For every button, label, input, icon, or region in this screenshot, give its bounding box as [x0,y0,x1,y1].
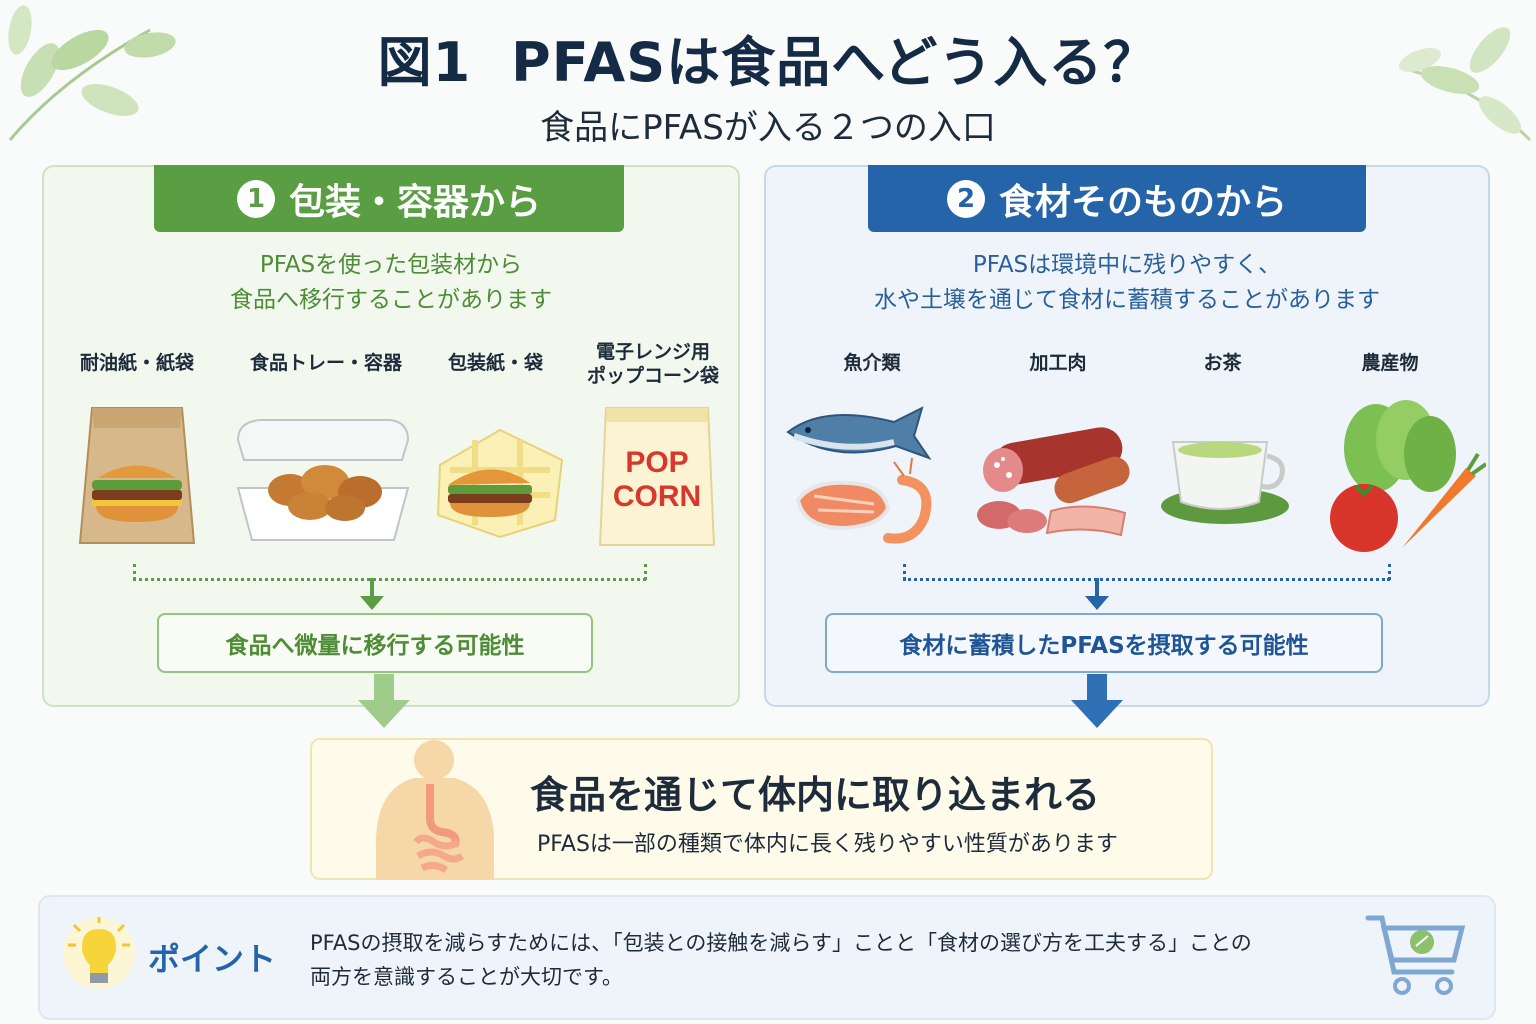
packaging-dotted-connector [133,578,646,581]
ingredients-desc-line2: 水や土壌を通じて食材に蓄積することがあります [874,287,1380,313]
big-down-arrow-icon [1071,674,1123,728]
ingredients-dotted-connector [903,578,1390,581]
page-title: 図1 PFASは食品へどう入る？ [0,18,1536,97]
item-label-oilproof-paper: 耐油紙・紙袋 [79,352,194,374]
popcorn-label-line2: ポップコーン袋 [586,365,720,387]
popcorn-bag-icon: POP CORN [598,407,716,546]
number-badge-2: 2 [946,179,985,218]
ingredients-desc-line1: PFASは環境中に残りやすく、 [972,252,1282,278]
packaging-desc-line1: PFASを使った包装材から [259,252,523,278]
leaf-decoration-right-icon [1399,27,1532,142]
ingredients-heading-text: 食材そのものから [998,181,1287,223]
popcorn-label-line1: 電子レンジ用 [595,341,710,363]
figure-label: 図1 [377,31,472,94]
item-label-wrapping-paper: 包装紙・袋 [447,352,543,374]
packaging-desc-line2: 食品へ移行することがあります [230,287,552,313]
dotted-tick [1388,564,1391,580]
human-digestive-icon [376,740,494,880]
popcorn-bag-text-2: CORN [613,480,701,513]
packaging-panel-heading: 1 包装・容器から [154,165,624,232]
dotted-tick [133,564,136,580]
item-label-food-tray: 食品トレー・容器 [249,352,402,374]
fish-seafood-icon [786,406,932,544]
title-text: PFASは食品へどう入る？ [511,31,1159,94]
packaging-description: PFASを使った包装材から 食品へ移行することがあります [42,248,740,318]
tea-cup-icon [1161,441,1289,524]
number-badge-1: 1 [236,179,275,218]
processed-meat-icon [977,427,1130,537]
vegetables-icon [1330,400,1486,552]
food-tray-icon [236,419,410,541]
big-down-arrow-icon [358,674,410,728]
point-text-line2: 両方を意識することが大切です。 [310,965,623,989]
lightbulb-icon [63,917,135,989]
point-box [38,895,1496,1020]
item-label-produce: 農産物 [1361,352,1419,374]
leaf-decoration-left-icon [8,5,176,141]
item-label-tea: お茶 [1203,352,1242,374]
item-label-popcorn-bag: 電子レンジ用 ポップコーン袋 [578,340,728,388]
down-arrow-icon [360,578,384,610]
ingredients-description: PFASは環境中に残りやすく、 水や土壌を通じて食材に蓄積することがあります [764,248,1490,318]
shopping-cart-icon [1365,915,1466,995]
burger-paper-bag-icon [78,407,196,544]
item-label-seafood: 魚介類 [843,352,901,374]
packaging-result-box: 食品へ微量に移行する可能性 [157,613,593,673]
ingredients-panel-heading: 2 食材そのものから [868,165,1366,232]
packaging-heading-text: 包装・容器から [288,181,541,223]
dotted-tick [903,564,906,580]
point-text-line1: PFASの摂取を減らすためには、「包装との接触を減らす」ことと「食材の選び方を工… [310,931,1252,955]
item-label-processed-meat: 加工肉 [1029,352,1087,374]
page-subtitle: 食品にPFASが入る２つの入口 [540,108,996,148]
popcorn-bag-text-1: POP [625,446,688,479]
ingredients-result-box: 食材に蓄積したPFASを摂取する可能性 [825,613,1383,673]
point-label: ポイント [148,940,277,978]
intake-subtitle: PFASは一部の種類で体内に長く残りやすい性質があります [537,832,1118,857]
wrapped-burger-icon [436,428,564,539]
point-text: PFASの摂取を減らすためには、「包装との接触を減らす」ことと「食材の選び方を工… [310,926,1360,994]
down-arrow-icon [1085,578,1109,610]
dotted-tick [644,564,647,580]
intake-title: 食品を通じて体内に取り込まれる [530,773,1101,817]
